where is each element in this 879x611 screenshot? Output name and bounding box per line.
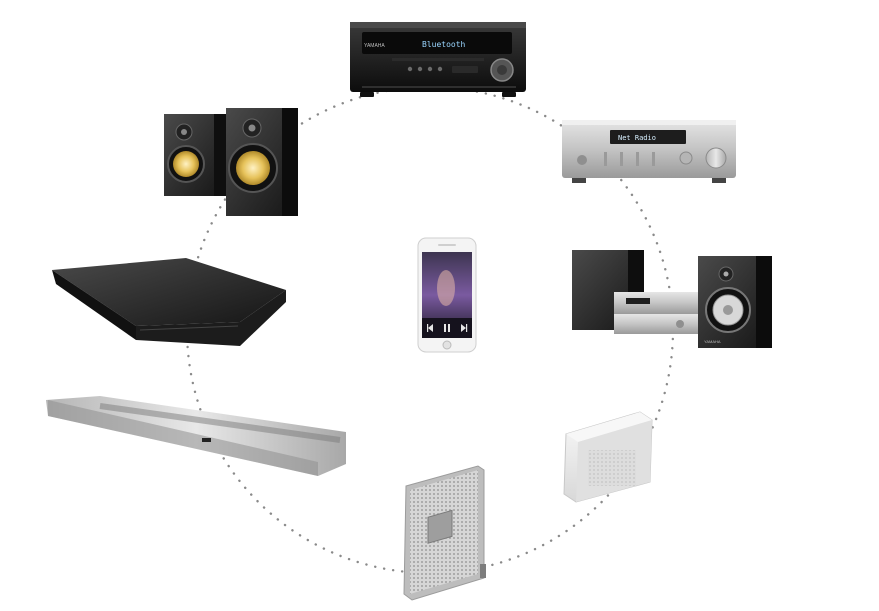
network-receiver-volume-knob	[705, 147, 727, 169]
next-icon	[461, 324, 468, 332]
network-receiver: Net Radio	[562, 120, 736, 183]
pause-icon	[444, 324, 450, 332]
prev-icon	[427, 324, 433, 332]
white-wireless-speaker	[563, 411, 653, 503]
wall-speaker-center-panel	[427, 509, 453, 544]
black-sound-base	[52, 258, 286, 346]
av-receiver-brand: YAMAHA	[364, 43, 385, 49]
left-speaker-cone	[173, 151, 199, 177]
wall-grille-speaker	[403, 465, 486, 601]
av-receiver-display: Bluetooth	[422, 40, 466, 49]
silver-sound-bar	[46, 396, 346, 476]
hifi-brand: YAMAHA	[704, 339, 721, 344]
network-receiver-display: Net Radio	[618, 134, 656, 142]
desktop-speakers	[164, 108, 298, 216]
right-speaker-cone	[236, 151, 270, 185]
hifi-micro-system: YAMAHA	[572, 250, 772, 348]
av-receiver: YAMAHA Bluetooth	[350, 22, 526, 97]
smartphone	[417, 237, 477, 353]
